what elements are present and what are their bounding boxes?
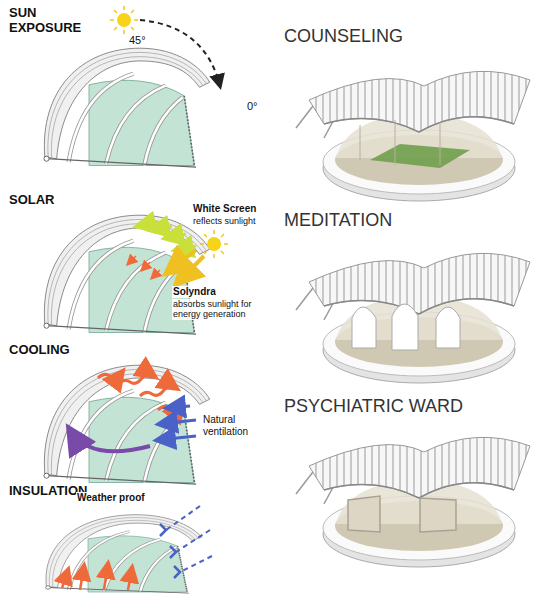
label: Natural ventilation [202,414,266,437]
label: Solyndra [172,286,217,298]
label: White Screen [192,203,257,215]
weather-stops [160,524,180,578]
label: reflects sunlight [192,216,257,226]
sun-icon [200,230,228,258]
retained-heat-arrows [62,564,132,590]
sun-icon [110,6,138,34]
pod-render [296,71,530,201]
ward-rooms [348,496,456,532]
shelter-drawing [44,365,210,484]
label: absorbs sunlight for energy generation [172,299,270,320]
sunlight-arrows [168,250,204,282]
label: PSYCHIATRIC WARD [283,396,464,417]
interior-arches [352,304,460,350]
label: SUN EXPOSURE [8,6,90,36]
green-floor [370,144,470,168]
pod-render [296,437,530,567]
heat-arrows [98,372,182,410]
pod-render [296,253,530,383]
label: Weather proof [76,492,146,504]
shelter-drawing [46,515,202,593]
moon-icon [226,88,236,108]
label: COOLING [8,343,71,358]
weather-lines [166,506,212,572]
absorbed-arrows [128,256,160,278]
shelter-drawing [44,48,210,167]
label: 0° [246,100,259,113]
label: MEDITATION [283,210,393,231]
ventilation-arrows [158,406,196,440]
label: 45° [128,34,147,47]
reflected-arrows [138,222,196,250]
airflow-arrow [70,430,150,451]
sun-path-arrow [140,20,220,86]
interior-partitions [360,120,440,165]
label: SOLAR [8,193,56,208]
label: COUNSELING [283,26,404,47]
